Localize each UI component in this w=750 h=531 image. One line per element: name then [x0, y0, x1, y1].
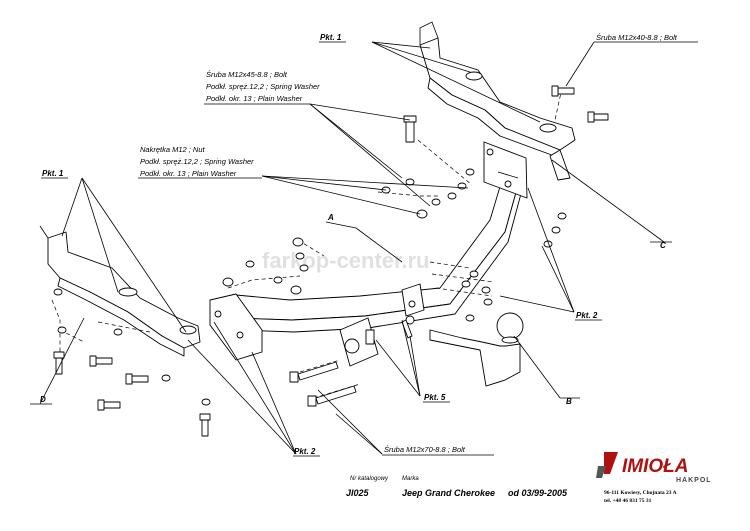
logo-sub: HAKPOL	[676, 477, 712, 484]
catalog-number: JI025	[346, 488, 370, 498]
label-d: D	[40, 395, 46, 404]
callout-spring-washer-1: Podkł. spręż.12,2 ; Spring Washer	[206, 82, 320, 91]
hitch-lugs	[401, 283, 425, 325]
logo-mark-icon	[604, 452, 618, 474]
callout-spring-washer-2: Podkł. spręż.12,2 ; Spring Washer	[140, 157, 254, 166]
imiola-logo: IMIOŁA HAKPOL 96-111 Kowiesy, Chojnata 2…	[596, 452, 712, 504]
left-bracket-d	[39, 225, 201, 357]
label-pkt5: Pkt. 5	[424, 393, 446, 402]
watermark: farkop-center.ru	[262, 248, 430, 273]
label-pkt2-right: Pkt. 2	[576, 311, 598, 320]
title-block: Nr katalogowy Marka JI025 Jeep Grand Che…	[346, 476, 568, 498]
label-a: A	[327, 213, 334, 222]
production-dates: od 03/99-2005	[508, 488, 568, 498]
callout-bolt-m12x40: Śruba M12x40-8.8 ; Bolt	[596, 33, 678, 42]
label-pkt2-bottom: Pkt. 2	[294, 447, 316, 456]
crossbar-a	[209, 141, 528, 361]
socket-plate	[339, 317, 379, 367]
brand-label: Marka	[402, 476, 419, 482]
right-bracket-c	[419, 21, 576, 181]
label-pkt1-top: Pkt. 1	[320, 33, 342, 42]
label-b: B	[566, 397, 572, 406]
logo-phone: tel. +48 46 831 75 31	[604, 498, 652, 504]
logo-address: 96-111 Kowiesy, Chojnata 23 A	[604, 490, 677, 496]
label-c: C	[660, 241, 666, 250]
callout-plain-washer-2: Podkł. okr. 13 ; Plain Washer	[140, 169, 237, 178]
label-pkt1-left: Pkt. 1	[42, 169, 64, 178]
catalog-label: Nr katalogowy	[350, 476, 389, 482]
callout-bolt-m12x45: Śruba M12x45-8.8 ; Bolt	[206, 70, 288, 79]
callout-plain-washer-1: Podkł. okr. 13 ; Plain Washer	[206, 94, 303, 103]
callout-bolt-m12x70: Śruba M12x70-8.8 ; Bolt	[384, 445, 466, 454]
tow-ball-b	[429, 312, 524, 387]
leader-lines	[39, 41, 665, 455]
logo-name: IMIOŁA	[622, 456, 689, 477]
callout-nut-m12: Nakrętka M12 ; Nut	[140, 145, 206, 154]
vehicle-model: Jeep Grand Cherokee	[402, 488, 495, 498]
